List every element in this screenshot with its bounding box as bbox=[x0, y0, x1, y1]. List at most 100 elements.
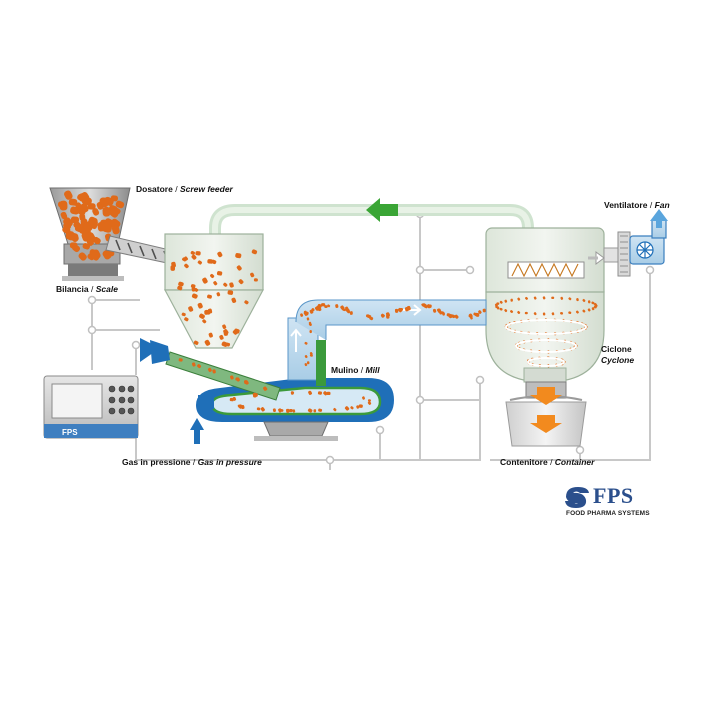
material-particle bbox=[227, 290, 234, 295]
material-particle bbox=[356, 405, 360, 409]
material-particle bbox=[184, 263, 189, 269]
material-particle bbox=[58, 201, 66, 208]
label-scale: Bilancia / Scale bbox=[56, 284, 118, 294]
material-particle bbox=[91, 253, 100, 261]
material-particle bbox=[82, 242, 91, 250]
material-particle bbox=[510, 310, 514, 313]
material-particle bbox=[427, 304, 432, 308]
material-particle bbox=[317, 303, 322, 308]
material-particle bbox=[191, 286, 196, 292]
material-particle bbox=[422, 303, 427, 308]
material-particle bbox=[306, 361, 310, 365]
material-particle bbox=[70, 216, 80, 224]
material-particle bbox=[238, 404, 243, 409]
material-particle bbox=[335, 304, 339, 308]
material-particle bbox=[369, 316, 374, 321]
material-particle bbox=[350, 406, 354, 410]
material-particle bbox=[288, 409, 293, 413]
material-particle bbox=[517, 297, 521, 301]
material-particle bbox=[71, 244, 81, 253]
material-particle bbox=[482, 308, 486, 313]
material-particle bbox=[115, 200, 125, 209]
material-particle bbox=[318, 408, 323, 412]
material-particle bbox=[217, 251, 223, 258]
material-particle bbox=[68, 198, 78, 206]
material-particle bbox=[394, 308, 399, 313]
material-particle bbox=[593, 302, 597, 306]
material-particle bbox=[225, 342, 231, 347]
material-particle bbox=[210, 273, 215, 279]
material-particle bbox=[436, 308, 441, 312]
container bbox=[505, 381, 587, 447]
material-particle bbox=[207, 259, 213, 264]
material-particle bbox=[309, 330, 312, 334]
material-particle bbox=[560, 296, 564, 300]
logo-subtitle: FOOD PHARMA SYSTEMS bbox=[566, 510, 650, 517]
fps-logo: FPS FOOD PHARMA SYSTEMS bbox=[562, 483, 662, 523]
label-screw-feeder: Dosatore / Screw feeder bbox=[136, 184, 233, 194]
material-particle bbox=[74, 225, 84, 233]
material-particle bbox=[385, 312, 390, 317]
material-particle bbox=[193, 340, 199, 345]
material-particle bbox=[286, 408, 290, 413]
material-particle bbox=[333, 407, 337, 412]
material-particle bbox=[235, 253, 242, 259]
material-particle bbox=[524, 311, 528, 315]
material-particle bbox=[317, 306, 322, 312]
material-particle bbox=[78, 252, 87, 261]
material-particle bbox=[510, 298, 513, 302]
material-particle bbox=[97, 221, 106, 232]
panel-brand: FPS bbox=[62, 428, 78, 437]
material-particle bbox=[229, 282, 234, 288]
falling-material bbox=[170, 249, 268, 391]
material-particle bbox=[207, 294, 212, 299]
material-particle bbox=[327, 304, 331, 308]
material-particle bbox=[317, 391, 323, 395]
material-particle bbox=[591, 307, 595, 311]
material-particle bbox=[551, 296, 555, 300]
material-particle bbox=[204, 339, 211, 346]
material-particle bbox=[478, 310, 482, 314]
material-particle bbox=[253, 278, 258, 282]
material-particle bbox=[101, 198, 109, 208]
material-particle bbox=[321, 303, 326, 307]
material-particle bbox=[591, 301, 595, 305]
material-particle bbox=[79, 193, 86, 202]
material-particle bbox=[69, 232, 79, 241]
material-particle bbox=[406, 305, 411, 311]
material-particle bbox=[102, 206, 111, 217]
material-particle bbox=[256, 407, 261, 411]
material-particle bbox=[216, 292, 221, 297]
material-particle bbox=[231, 297, 237, 303]
material-particle bbox=[202, 277, 208, 284]
label-gas-in-pressure: Gas in pressione / Gas in pressure bbox=[122, 457, 262, 467]
material-particle bbox=[304, 341, 308, 345]
material-particle bbox=[300, 313, 304, 317]
material-particle bbox=[560, 311, 564, 315]
material-particle bbox=[251, 249, 258, 255]
material-particle bbox=[191, 362, 196, 367]
material-particle bbox=[197, 260, 202, 265]
material-particle bbox=[324, 305, 328, 309]
label-mill: Mulino / Mill bbox=[331, 365, 380, 375]
material-particle bbox=[473, 312, 477, 316]
material-particle bbox=[184, 317, 189, 322]
material-particle bbox=[219, 334, 224, 340]
material-particle bbox=[197, 364, 202, 369]
material-particle bbox=[111, 225, 120, 235]
material-particle bbox=[263, 386, 267, 391]
material-particle bbox=[223, 329, 229, 335]
material-particle bbox=[232, 329, 238, 335]
material-particle bbox=[60, 211, 68, 220]
material-particle bbox=[308, 390, 312, 395]
material-particle bbox=[304, 363, 308, 367]
material-particle bbox=[213, 281, 218, 286]
fan bbox=[595, 209, 668, 277]
material-particle bbox=[77, 207, 86, 215]
material-particle bbox=[499, 300, 503, 304]
material-particle bbox=[183, 256, 188, 261]
label-container: Contenitore / Container bbox=[500, 457, 595, 467]
material-particle bbox=[582, 298, 586, 303]
